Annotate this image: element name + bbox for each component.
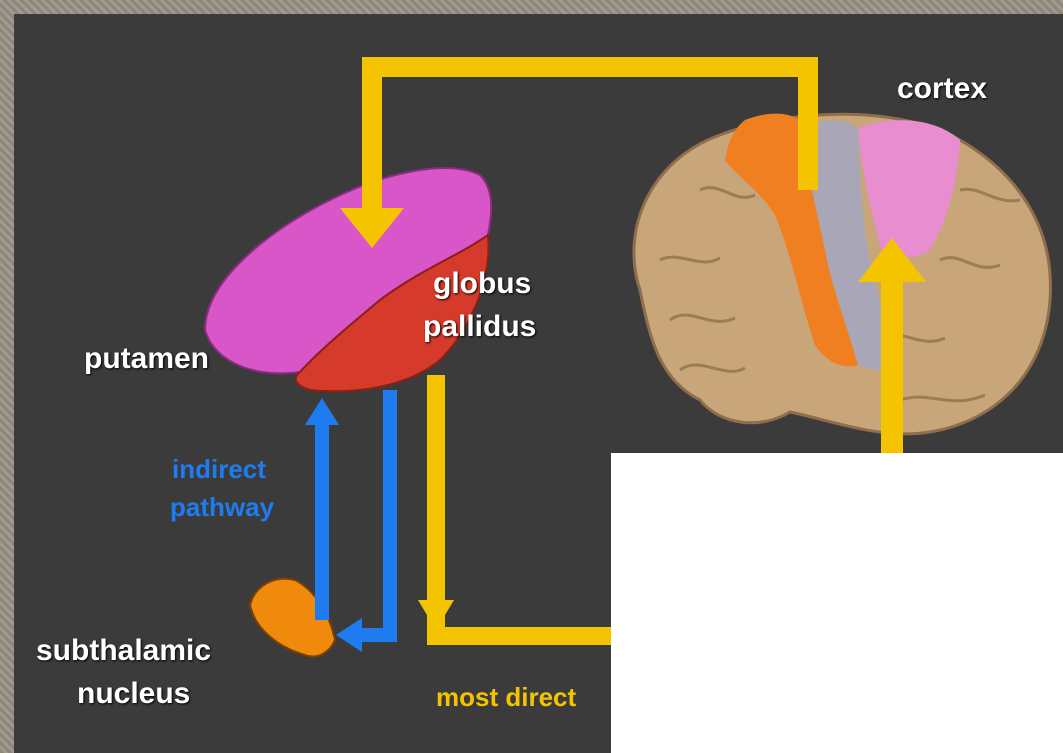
brain-illustration <box>634 114 1051 434</box>
subthalamic-nucleus-label-line1: subthalamic <box>36 634 211 669</box>
putamen-label: putamen <box>84 342 209 377</box>
indirect-pathway-label-line1: indirect <box>172 455 266 485</box>
arrowhead-into-stn <box>336 618 362 652</box>
pallidus-to-stn-path <box>355 390 390 635</box>
cortex-label: cortex <box>897 72 987 107</box>
globus-pallidus-label-line1: globus <box>433 267 531 302</box>
arrowhead-pallidus-down <box>418 600 454 630</box>
indirect-pathway-label-line2: pathway <box>170 493 274 523</box>
most-direct-label: most direct <box>436 683 576 713</box>
arrowhead-up-to-pallidus <box>305 398 339 425</box>
globus-pallidus-label-line2: pallidus <box>423 310 536 345</box>
indirect-pathway-arrows <box>305 390 390 652</box>
blank-cover-box <box>611 453 1063 753</box>
subthalamic-nucleus-label-line2: nucleus <box>77 677 190 712</box>
pallidus-output-path <box>436 375 611 636</box>
